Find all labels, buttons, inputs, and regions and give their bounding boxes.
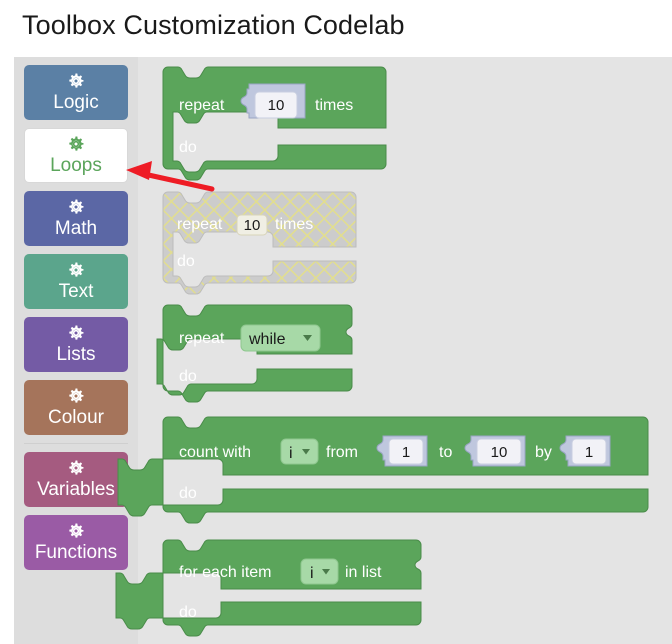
dropdown-value: i bbox=[289, 445, 293, 462]
category-label: Lists bbox=[56, 344, 96, 365]
number-field[interactable] bbox=[476, 438, 522, 465]
category-label: Colour bbox=[48, 407, 104, 428]
toolbox-category-lists[interactable]: Lists bbox=[24, 317, 128, 372]
loops-flyout[interactable]: repeat 10 times do bbox=[115, 57, 672, 644]
category-label: Functions bbox=[34, 542, 118, 563]
block-body-disabled bbox=[162, 191, 357, 295]
block-label-do: do bbox=[177, 253, 195, 270]
toolbox-separator bbox=[24, 443, 128, 444]
number-input-block-to[interactable]: 10 bbox=[464, 435, 526, 467]
toolbox-category-logic[interactable]: Logic bbox=[24, 65, 128, 120]
category-label: Text bbox=[58, 281, 94, 302]
block-label-repeat: repeat bbox=[179, 97, 225, 114]
number-field-value: 1 bbox=[402, 444, 410, 461]
dropdown-background bbox=[240, 324, 321, 352]
chevron-down-icon bbox=[322, 569, 330, 575]
toolbox-category-variables[interactable]: Variables bbox=[24, 452, 128, 507]
block-body bbox=[117, 416, 649, 524]
toolbox-category-math[interactable]: Math bbox=[24, 191, 128, 246]
block-body bbox=[156, 304, 353, 403]
gear-icon bbox=[69, 73, 84, 88]
number-input-block-by[interactable]: 1 bbox=[559, 435, 611, 467]
dropdown-field-variable[interactable]: i bbox=[300, 558, 339, 585]
gear-icon bbox=[69, 325, 84, 340]
number-input-block-from[interactable]: 1 bbox=[376, 435, 428, 467]
number-input-block-disabled[interactable]: 10 bbox=[236, 214, 268, 236]
number-input-block[interactable]: 10 bbox=[240, 83, 306, 119]
category-label: Math bbox=[54, 218, 98, 239]
block-controls-while-until[interactable]: repeat while do bbox=[156, 304, 363, 403]
block-label-times: times bbox=[315, 97, 353, 114]
dropdown-value: while bbox=[248, 331, 286, 348]
block-controls-for[interactable]: count with i from 1 to bbox=[117, 416, 653, 524]
toolbox-category-colour[interactable]: Colour bbox=[24, 380, 128, 435]
block-label-repeat: repeat bbox=[177, 216, 223, 233]
number-field[interactable] bbox=[236, 214, 268, 236]
toolbox-category-text[interactable]: Text bbox=[24, 254, 128, 309]
dropdown-value: i bbox=[310, 565, 314, 582]
number-field-value: 1 bbox=[585, 444, 593, 461]
toolbox-category-loops[interactable]: Loops bbox=[24, 128, 128, 183]
block-body bbox=[115, 539, 422, 637]
block-controls-repeat-disabled[interactable]: repeat 10 times do bbox=[162, 191, 363, 295]
block-label-from: from bbox=[326, 444, 358, 461]
toolbox-category-functions[interactable]: Functions bbox=[24, 515, 128, 570]
gear-icon bbox=[69, 136, 84, 151]
number-field[interactable] bbox=[571, 438, 607, 465]
gear-icon bbox=[69, 262, 84, 277]
block-label-in-list: in list bbox=[345, 564, 382, 581]
block-label-do: do bbox=[179, 139, 197, 156]
number-field[interactable] bbox=[254, 91, 298, 119]
block-label-do: do bbox=[179, 604, 197, 621]
gear-icon bbox=[69, 460, 84, 475]
block-controls-for-each[interactable]: for each item i in list do bbox=[115, 539, 433, 640]
gear-icon bbox=[69, 199, 84, 214]
block-label-repeat: repeat bbox=[179, 330, 225, 347]
chevron-down-icon bbox=[303, 335, 312, 341]
dropdown-field-variable[interactable]: i bbox=[280, 438, 319, 465]
block-label-for-each-item: for each item bbox=[179, 564, 271, 581]
gear-icon bbox=[69, 388, 84, 403]
chevron-down-icon bbox=[302, 449, 310, 455]
number-field-value: 10 bbox=[491, 444, 508, 461]
gear-icon bbox=[69, 523, 84, 538]
block-label-by: by bbox=[535, 444, 552, 461]
category-label: Variables bbox=[37, 479, 115, 500]
number-field-value: 10 bbox=[268, 97, 285, 114]
category-label: Logic bbox=[53, 92, 99, 113]
page-title: Toolbox Customization Codelab bbox=[22, 10, 405, 40]
block-label-times: times bbox=[275, 216, 313, 233]
dropdown-field-while[interactable]: while bbox=[240, 324, 321, 352]
dropdown-background bbox=[300, 558, 339, 585]
number-field-value: 10 bbox=[244, 217, 261, 234]
block-label-do: do bbox=[179, 368, 197, 385]
block-label-to: to bbox=[439, 444, 452, 461]
number-field[interactable] bbox=[388, 438, 424, 465]
block-label-count-with: count with bbox=[179, 444, 251, 461]
block-label-do: do bbox=[179, 485, 197, 502]
dropdown-background bbox=[280, 438, 319, 465]
block-controls-repeat[interactable]: repeat 10 times do bbox=[162, 66, 393, 181]
category-label: Loops bbox=[50, 155, 102, 176]
